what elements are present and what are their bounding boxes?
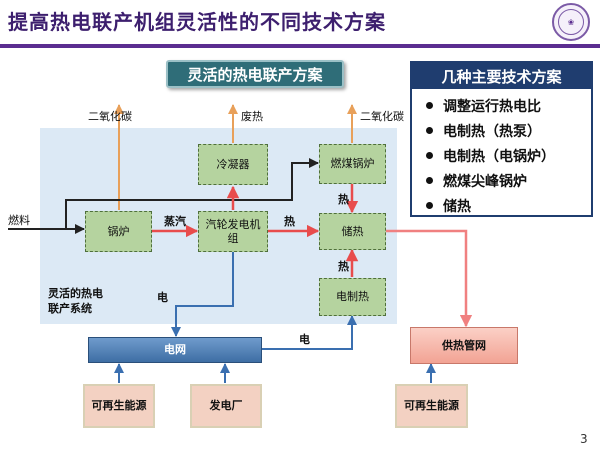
waste-heat-label: 废热 [241,110,263,123]
grid-to-electric-heating-arrow [262,315,357,350]
option-item: 储热 [426,193,591,218]
bullet-icon [426,127,433,134]
coal-boiler-heat-label: 热 [338,193,349,206]
co2-left-label: 二氧化碳 [88,110,132,123]
electricity-out-label: 电 [157,291,168,304]
turbine-heat-label: 热 [284,215,295,228]
co2-right-label: 二氧化碳 [360,110,404,123]
bullet-icon [426,177,433,184]
turbine-node: 汽轮发电机 组 [198,211,268,252]
renewable-source-right-node: 可再生能源 [395,384,468,428]
options-header: 几种主要技术方案 [412,63,591,89]
university-logo: ❀ [552,3,590,41]
power-plant-node: 发电厂 [190,384,262,428]
option-label: 储热 [443,198,471,215]
electric-heat-label: 热 [338,260,349,273]
boiler-node: 锅炉 [85,211,152,252]
option-item: 电制热（电锅炉） [426,143,591,168]
storage-node: 储热 [319,213,386,250]
system-label: 灵活的热电 联产系统 [48,287,103,316]
page-number: 3 [580,432,588,446]
bullet-icon [426,152,433,159]
diagram-header: 灵活的热电联产方案 [166,60,344,88]
option-label: 电制热（热泵） [443,123,541,140]
electricity-to-grid-arrow [171,252,234,337]
power-grid-node: 电网 [88,337,262,363]
technology-options-panel: 几种主要技术方案 调整运行热电比 电制热（热泵） 电制热（电锅炉） 燃煤尖峰锅炉… [410,61,593,217]
electric-heating-node: 电制热 [319,278,386,316]
option-item: 电制热（热泵） [426,118,591,143]
renewable-source-left-node: 可再生能源 [83,384,155,428]
logo-emblem-icon: ❀ [558,9,584,35]
storage-to-heat-network-arrow [386,229,473,328]
option-label: 燃煤尖峰锅炉 [443,173,527,190]
coal-boiler-node: 燃煤锅炉 [319,144,386,184]
options-list: 调整运行热电比 电制热（热泵） 电制热（电锅炉） 燃煤尖峰锅炉 储热 [412,89,591,218]
option-label: 电制热（电锅炉） [443,148,555,165]
heat-network-node: 供热管网 [410,327,518,364]
bullet-icon [426,202,433,209]
fuel-to-coal-boiler-arrow [65,158,319,229]
option-item: 燃煤尖峰锅炉 [426,168,591,193]
option-label: 调整运行热电比 [443,98,541,115]
steam-label: 蒸汽 [164,215,186,228]
bullet-icon [426,102,433,109]
fuel-label: 燃料 [8,214,30,227]
title-divider [0,44,600,48]
condenser-node: 冷凝器 [198,144,268,185]
slide-title: 提高热电联产机组灵活性的不同技术方案 [8,10,386,34]
electricity-in-label: 电 [299,333,310,346]
option-item: 调整运行热电比 [426,93,591,118]
